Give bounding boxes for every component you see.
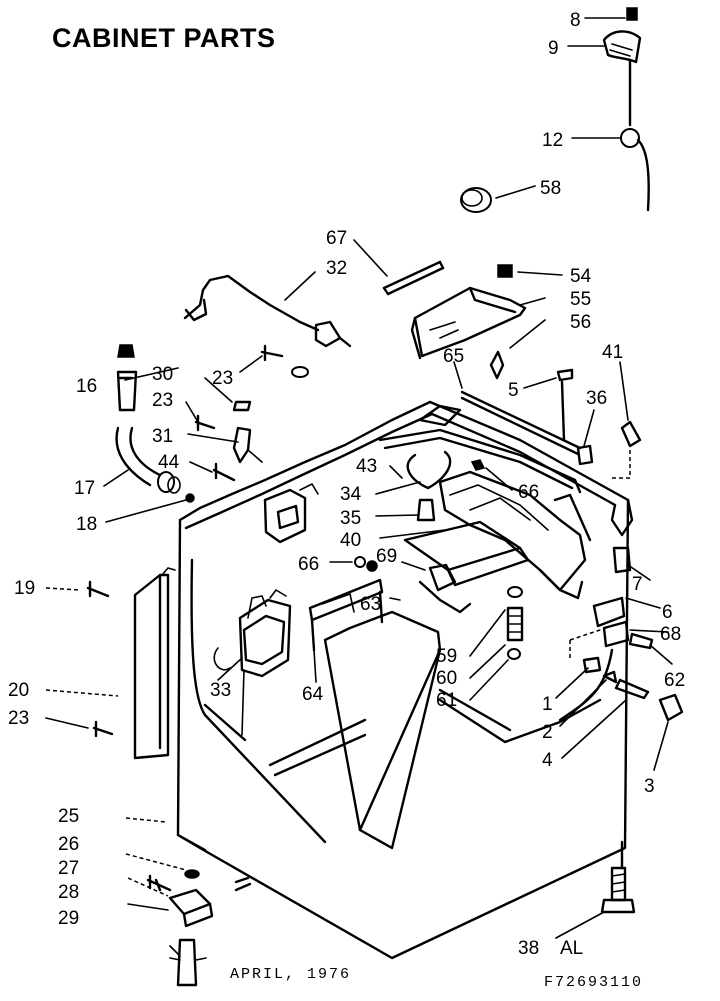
callout-68: 68 — [660, 624, 681, 645]
part-32-cord — [183, 274, 352, 348]
callout-69: 69 — [376, 546, 397, 567]
callout-25: 25 — [58, 806, 79, 827]
callout-35: 35 — [340, 508, 361, 529]
callout-30: 30 — [152, 364, 173, 385]
callout-23b: 23 — [152, 390, 173, 411]
callout-34: 34 — [340, 484, 362, 505]
part-38-leveling-leg — [600, 840, 636, 914]
footer-code: F72693110 — [544, 974, 643, 991]
part-8-9-12-hose-clamp — [602, 7, 650, 212]
callout-23a: 23 — [212, 368, 233, 389]
callout-19: 19 — [14, 578, 35, 599]
callout-62: 62 — [664, 670, 685, 691]
callout-8: 8 — [570, 10, 581, 31]
callout-55: 55 — [570, 289, 591, 310]
callout-40: 40 — [340, 530, 361, 551]
callout-36: 36 — [586, 388, 607, 409]
callout-38-suffix: AL — [560, 938, 583, 959]
part-67-rod — [382, 260, 445, 296]
callout-64: 64 — [302, 684, 324, 705]
callout-31: 31 — [152, 426, 173, 447]
callout-17: 17 — [74, 478, 95, 499]
part-20-panel — [133, 567, 176, 760]
callout-18: 18 — [76, 514, 97, 535]
callout-63: 63 — [360, 594, 381, 615]
callout-41: 41 — [602, 342, 623, 363]
callout-61: 61 — [436, 690, 457, 711]
right-side-parts — [556, 368, 684, 722]
callout-3: 3 — [644, 776, 655, 797]
cabinet-body — [176, 400, 634, 960]
diagram-title: CABINET PARTS — [52, 23, 276, 53]
part-55-housing — [410, 264, 527, 380]
callout-44: 44 — [158, 452, 180, 473]
callout-66a: 66 — [518, 482, 539, 503]
callout-26: 26 — [58, 834, 79, 855]
screws — [86, 344, 309, 892]
rear-strip — [378, 404, 582, 494]
callout-2: 2 — [542, 722, 553, 743]
callout-56: 56 — [570, 312, 591, 333]
callout-28: 28 — [58, 882, 79, 903]
callout-4: 4 — [542, 750, 553, 771]
callout-7: 7 — [632, 574, 643, 595]
part-16-17-hose — [115, 344, 195, 503]
callout-5: 5 — [508, 380, 519, 401]
callout-27: 27 — [58, 858, 79, 879]
callout-54: 54 — [570, 266, 592, 287]
callout-6: 6 — [662, 602, 673, 623]
callout-1: 1 — [542, 694, 553, 715]
callout-65: 65 — [443, 346, 464, 367]
callout-33: 33 — [210, 680, 231, 701]
part-66-bracket — [438, 459, 592, 600]
part-43-switch — [263, 482, 319, 544]
callout-16: 16 — [76, 376, 97, 397]
callout-32: 32 — [326, 258, 347, 279]
part-63-64-channel — [308, 578, 384, 652]
callout-43: 43 — [356, 456, 377, 477]
callout-labels: 8 9 12 58 67 32 54 55 56 65 41 5 36 30 2… — [8, 10, 685, 959]
callout-58: 58 — [540, 178, 561, 199]
part-26-29-leg-assembly — [168, 869, 252, 987]
callout-66b: 66 — [298, 554, 319, 575]
callout-59: 59 — [436, 646, 457, 667]
callout-29: 29 — [58, 908, 79, 929]
part-65-strip — [460, 390, 582, 456]
part-30-31-bracket — [232, 400, 263, 464]
part-33-timer — [213, 588, 292, 736]
callout-38: 38 — [518, 938, 539, 959]
leader-lines — [45, 17, 673, 957]
callout-60: 60 — [436, 668, 457, 689]
callout-67: 67 — [326, 228, 347, 249]
part-69-40-actuator — [354, 450, 530, 614]
callout-9: 9 — [548, 38, 559, 59]
part-58-plug — [460, 187, 492, 213]
part-59-61-spring — [506, 586, 524, 660]
footer-date: APRIL, 1976 — [230, 966, 351, 983]
callout-23c: 23 — [8, 708, 29, 729]
callout-12: 12 — [542, 130, 563, 151]
callout-20: 20 — [8, 680, 29, 701]
